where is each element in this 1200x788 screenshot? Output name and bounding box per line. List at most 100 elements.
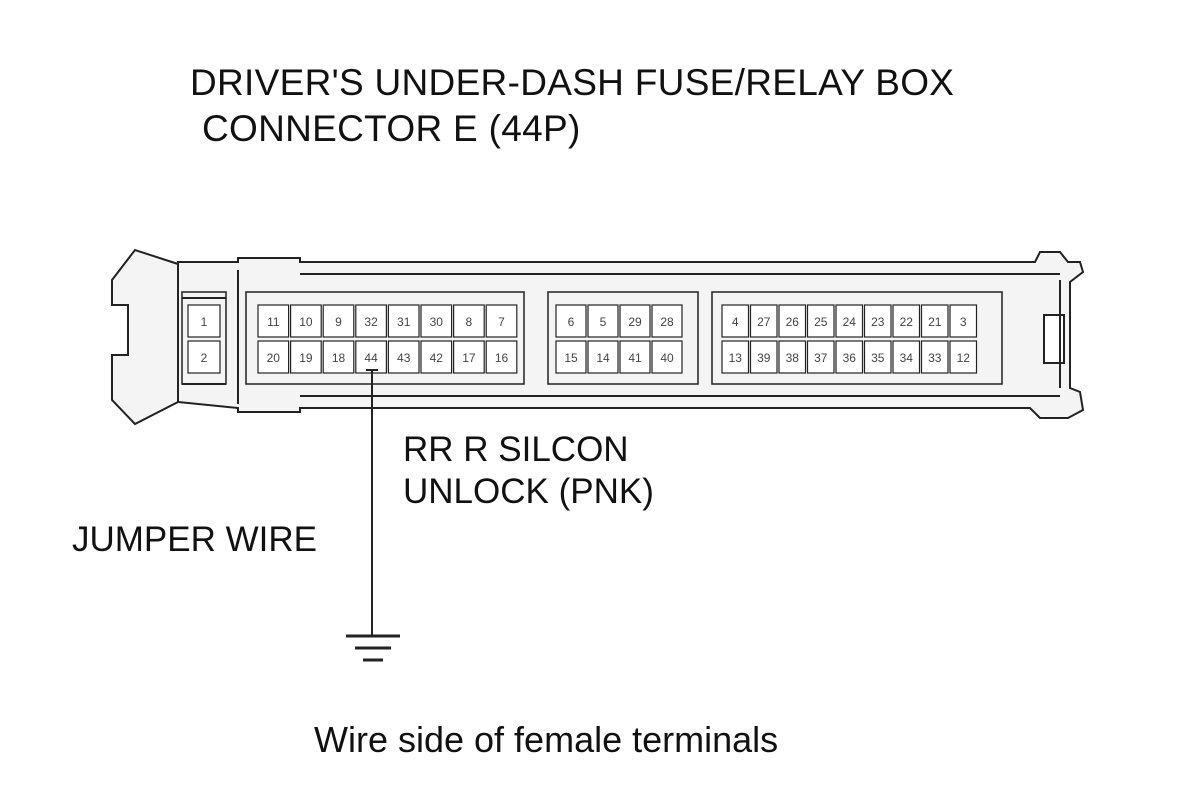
terminal-cavity [555, 340, 587, 374]
terminal-cavity [806, 340, 835, 374]
diagram-title-line1: DRIVER'S UNDER-DASH FUSE/RELAY BOX [190, 62, 955, 103]
wire-label-line1: RR R SILCON [403, 430, 629, 469]
terminal-cavity [420, 340, 453, 374]
terminal-number: 11 [267, 315, 280, 329]
terminal-number: 9 [335, 315, 342, 329]
terminal-cavity [619, 304, 651, 338]
terminal-number: 20 [267, 351, 281, 365]
cavity-group-frame [711, 291, 1003, 385]
left-latch [111, 248, 179, 426]
terminal-number: 2 [201, 351, 208, 365]
diagram-title-line2: CONNECTOR E (44P) [202, 108, 581, 149]
terminal-number: 37 [814, 351, 828, 365]
terminal-number: 24 [843, 315, 857, 329]
terminal-cavity [290, 340, 322, 374]
terminal-number: 4 [732, 315, 739, 329]
terminal-cavity [892, 340, 921, 374]
terminal-cavity [920, 304, 949, 338]
terminal-number: 42 [430, 351, 444, 365]
jumper-wire-label: JUMPER WIRE [72, 520, 317, 559]
terminal-cavity [355, 304, 387, 338]
terminal-number: 14 [596, 351, 610, 365]
terminal-number: 8 [466, 315, 473, 329]
terminal-number: 34 [900, 351, 914, 365]
terminal-number: 32 [364, 315, 378, 329]
terminal-cavity [863, 304, 892, 338]
terminal-number: 38 [786, 351, 800, 365]
ground-icon [346, 634, 400, 662]
terminal-cavity [322, 340, 355, 374]
terminal-cavity [863, 340, 892, 374]
terminal-cavity [257, 340, 290, 374]
diagram-caption: Wire side of female terminals [314, 719, 779, 760]
terminal-number: 6 [568, 315, 575, 329]
terminal-cavity [651, 340, 683, 374]
terminal-number: 40 [660, 351, 674, 365]
terminal-cavity [949, 340, 978, 374]
terminal-cavity [187, 304, 221, 338]
terminal-cavity [651, 304, 683, 338]
terminal-cavity [835, 340, 864, 374]
terminal-number: 27 [757, 315, 771, 329]
cavity-group-frame [547, 291, 699, 385]
terminal-number: 7 [498, 315, 505, 329]
terminal-cavity [485, 304, 518, 338]
terminal-cavity [387, 340, 420, 374]
terminal-number: 23 [871, 315, 885, 329]
terminal-cavity [778, 340, 807, 374]
terminal-number: 41 [628, 351, 642, 365]
terminal-cavity [949, 304, 978, 338]
terminal-number: 28 [660, 315, 674, 329]
terminal-number: 30 [430, 315, 444, 329]
terminal-number: 21 [928, 315, 942, 329]
terminal-number: 10 [299, 315, 313, 329]
terminal-cavity [485, 340, 518, 374]
terminal-cavity [453, 304, 485, 338]
terminal-number: 35 [871, 351, 885, 365]
terminal-cavity [749, 340, 778, 374]
terminal-cavity [355, 340, 387, 374]
terminal-cavity [290, 304, 322, 338]
terminal-number: 18 [332, 351, 346, 365]
terminal-number: 26 [786, 315, 800, 329]
terminal-cavity [387, 304, 420, 338]
terminal-cavity [721, 304, 750, 338]
terminal-number: 39 [757, 351, 771, 365]
terminal-cavity [619, 340, 651, 374]
terminal-number: 36 [843, 351, 857, 365]
terminal-number: 29 [628, 315, 642, 329]
terminal-number: 16 [495, 351, 509, 365]
terminal-cavity [322, 304, 355, 338]
terminal-number: 1 [201, 315, 208, 329]
terminal-cavity [453, 340, 485, 374]
cavity-group-frame [245, 291, 525, 385]
terminal-cavity [587, 304, 619, 338]
terminal-number: 43 [397, 351, 411, 365]
terminal-cavity [892, 304, 921, 338]
terminal-cavity [806, 304, 835, 338]
terminal-number: 22 [900, 315, 914, 329]
terminal-cavity [749, 304, 778, 338]
terminal-number: 33 [928, 351, 942, 365]
terminal-number: 17 [462, 351, 476, 365]
terminal-cavity [778, 304, 807, 338]
terminal-number: 19 [299, 351, 313, 365]
wire-label-line2: UNLOCK (PNK) [403, 472, 654, 511]
terminal-cavity [555, 304, 587, 338]
terminal-cavity [835, 304, 864, 338]
terminal-number: 3 [960, 315, 967, 329]
terminal-cavity [920, 340, 949, 374]
terminal-number: 31 [397, 315, 411, 329]
terminal-number: 25 [814, 315, 828, 329]
terminal-number: 12 [957, 351, 971, 365]
terminal-cavity [420, 304, 453, 338]
terminal-cavity [587, 340, 619, 374]
terminal-cavity [187, 340, 221, 374]
terminal-number: 15 [564, 351, 578, 365]
cavity-group-frame [181, 291, 227, 385]
terminal-cavity [257, 304, 290, 338]
terminal-cavity [721, 340, 750, 374]
terminal-number: 13 [729, 351, 743, 365]
